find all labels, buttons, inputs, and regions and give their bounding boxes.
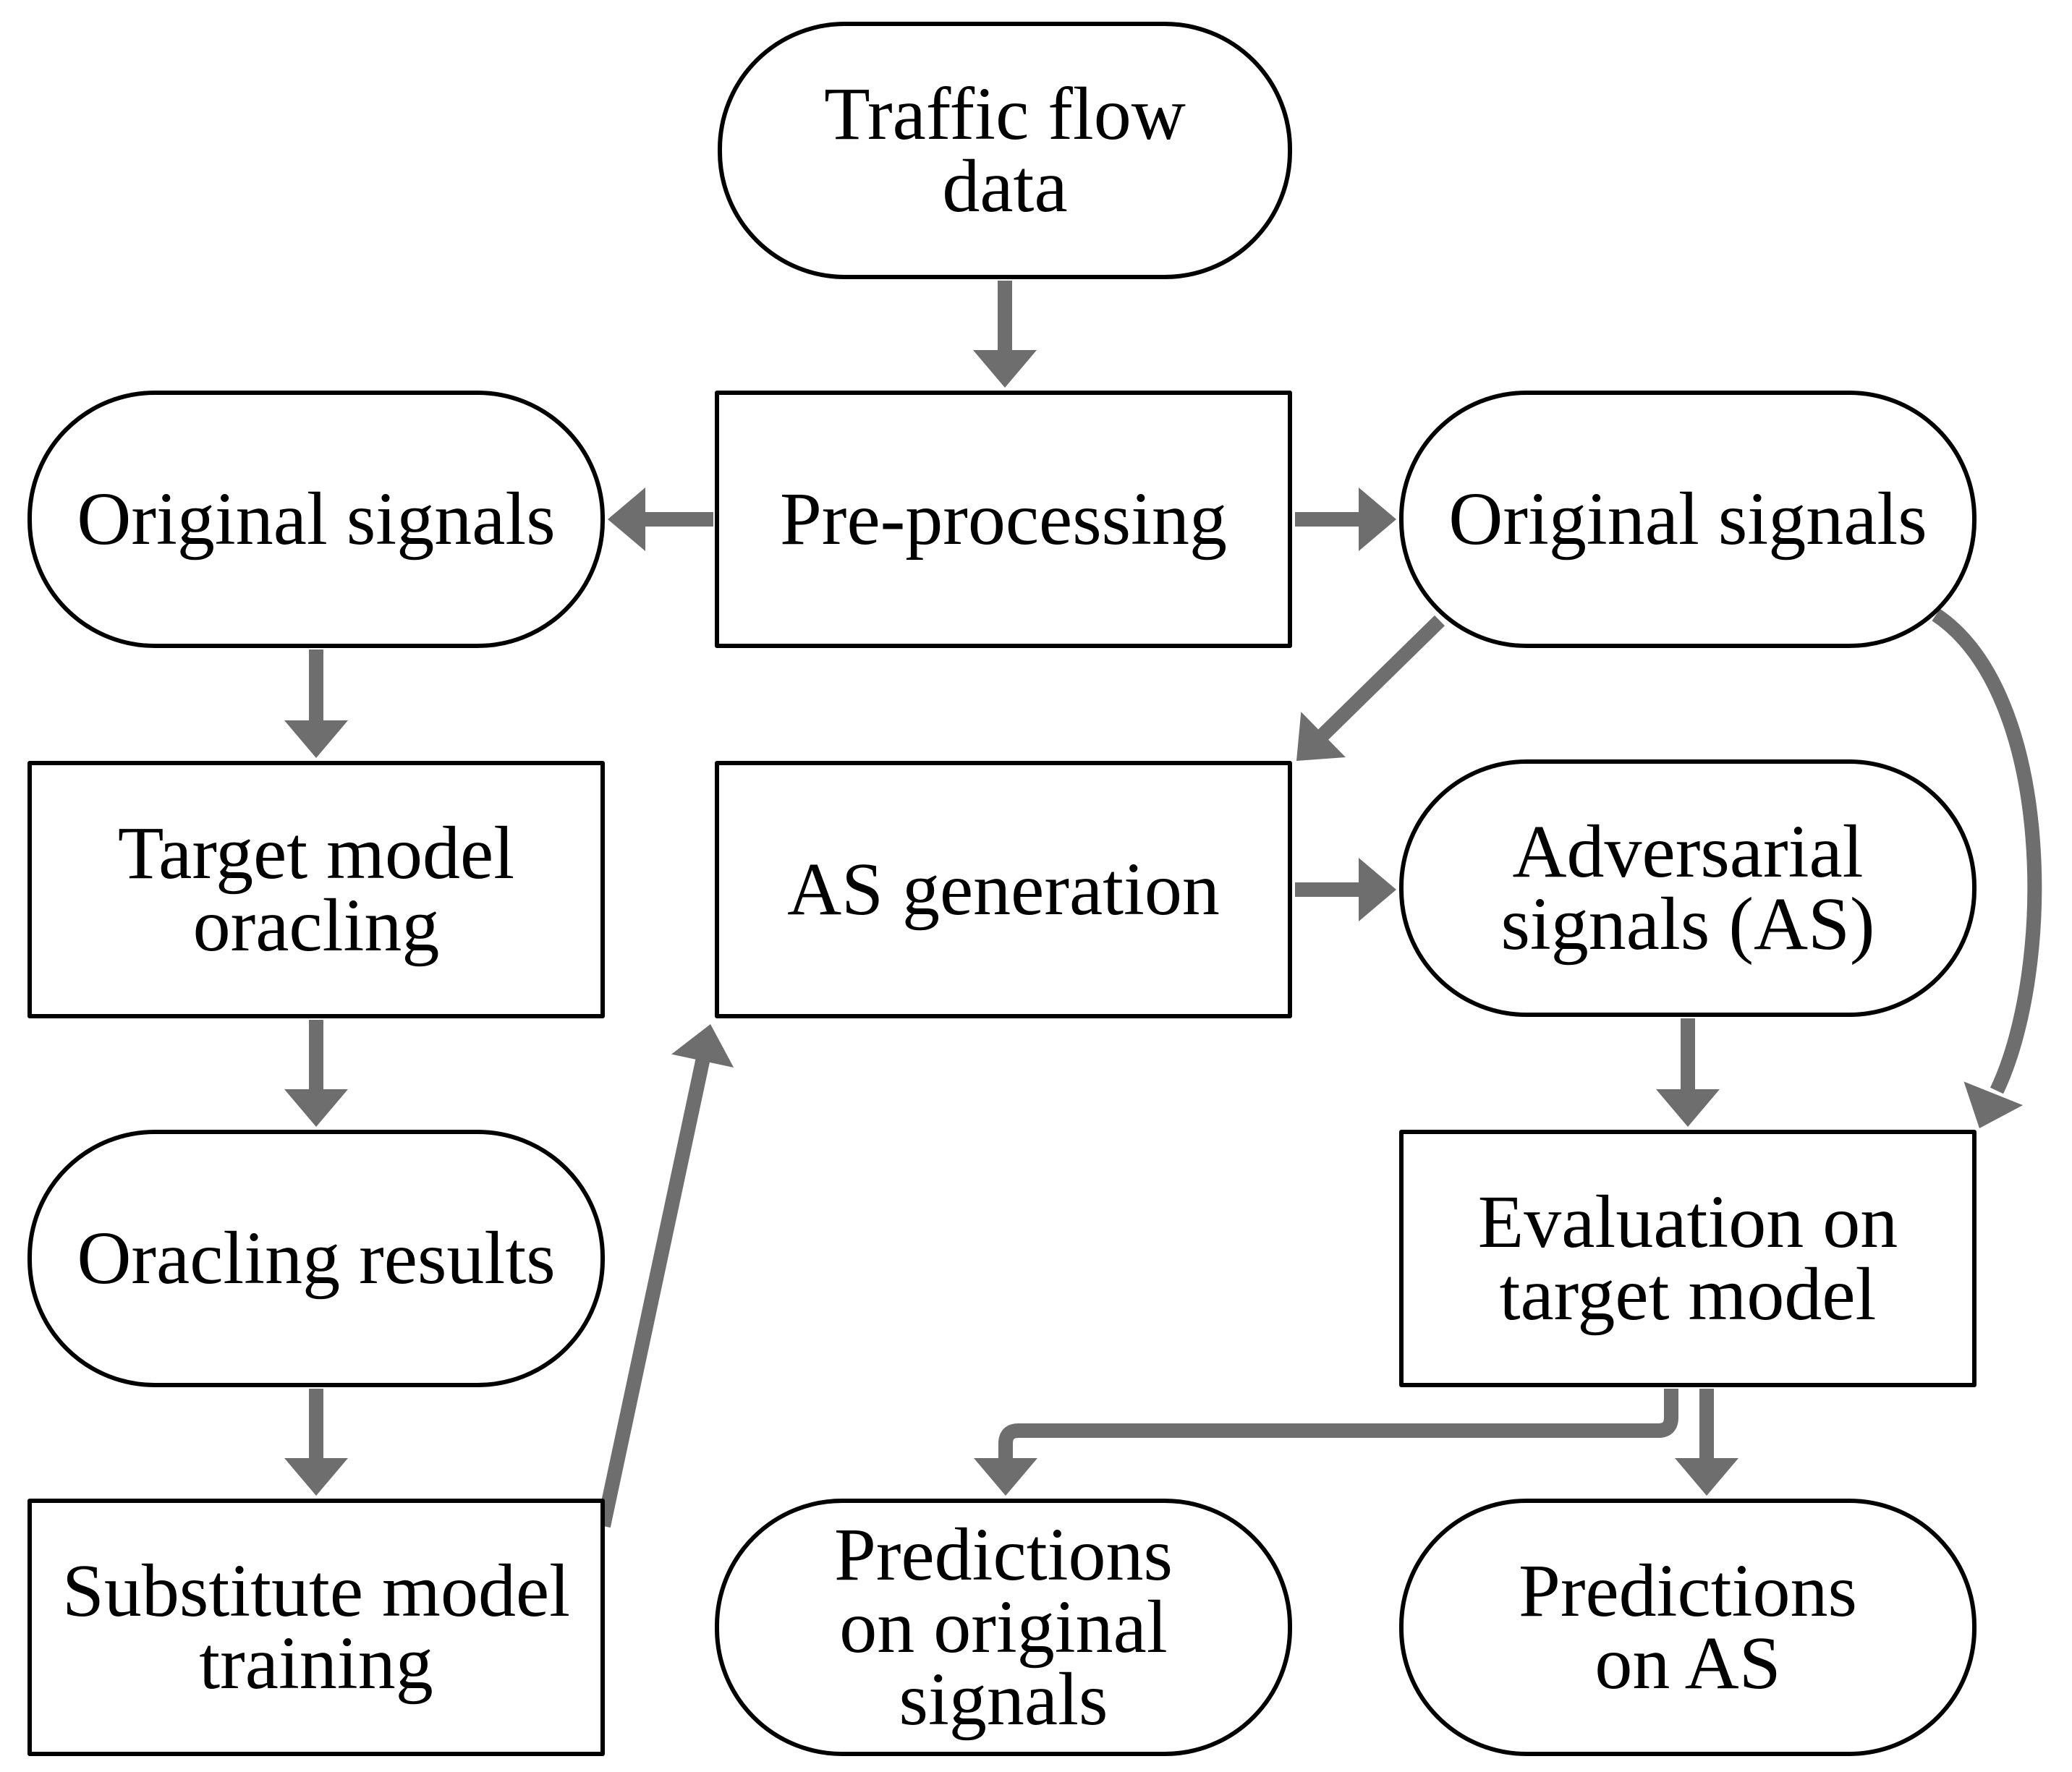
node-oracling-results: Oracling results	[27, 1130, 605, 1387]
arrow-substitute-to-as-generation-shaft	[596, 1056, 710, 1528]
node-predictions-on-original-signals-line-1: Predictions	[834, 1513, 1173, 1596]
node-substitute-model-training-line-2: training	[199, 1622, 433, 1705]
node-original-signals-right-label: Original signals	[1448, 477, 1927, 561]
node-as-generation-label: AS generation	[787, 848, 1220, 931]
node-pre-processing: Pre-processing	[715, 391, 1292, 648]
arrow-adversarial-to-evaluation-head	[1656, 1089, 1720, 1127]
node-traffic-flow-data: Traffic flow data	[718, 22, 1292, 279]
node-evaluation-on-target-model-line-2: target model	[1499, 1253, 1877, 1336]
node-evaluation-on-target-model-line-1: Evaluation on	[1477, 1180, 1898, 1264]
node-target-model-oracling: Target model oracling	[27, 761, 605, 1018]
node-original-signals-left-label: Original signals	[77, 477, 556, 561]
node-adversarial-signals: Adversarial signals (AS)	[1399, 759, 1977, 1017]
node-predictions-on-as-line-1: Predictions	[1519, 1549, 1857, 1632]
node-substitute-model-training-line-1: Substitute model	[62, 1549, 570, 1632]
node-original-signals-right: Original signals	[1399, 391, 1977, 648]
node-target-model-oracling-line-1: Target model	[117, 812, 515, 895]
node-substitute-model-training: Substitute model training	[27, 1499, 605, 1756]
node-predictions-on-original-signals: Predictions on original signals	[715, 1499, 1292, 1756]
node-evaluation-on-target-model: Evaluation on target model	[1399, 1130, 1977, 1387]
node-traffic-flow-data-line-2: data	[942, 145, 1068, 228]
node-target-model-oracling-line-2: oracling	[192, 884, 440, 967]
arrow-substitute-to-as-generation-head	[671, 1024, 734, 1068]
node-adversarial-signals-line-2: signals (AS)	[1500, 882, 1875, 966]
node-original-signals-left: Original signals	[27, 391, 605, 648]
node-oracling-results-label: Oracling results	[77, 1217, 556, 1300]
node-predictions-on-original-signals-line-2: on original	[839, 1585, 1168, 1669]
arrow-results-to-substitute-head	[284, 1458, 348, 1496]
node-predictions-on-original-signals-line-3: signals	[899, 1658, 1108, 1741]
node-predictions-on-as-line-2: on AS	[1595, 1622, 1781, 1705]
arrow-as-generation-to-adversarial-head	[1359, 858, 1396, 921]
arrow-traffic-to-preprocessing-head	[973, 350, 1037, 388]
arrow-oracling-to-results-head	[284, 1089, 348, 1127]
node-traffic-flow-data-line-1: Traffic flow	[824, 72, 1186, 156]
node-as-generation: AS generation	[715, 761, 1292, 1018]
arrow-evaluation-to-predictions-as-head	[1675, 1458, 1738, 1496]
node-adversarial-signals-line-1: Adversarial	[1512, 810, 1864, 893]
arrow-original-right-to-as-generation-shaft	[1316, 615, 1445, 742]
node-pre-processing-label: Pre-processing	[779, 477, 1228, 561]
arrow-original-right-to-as-generation-head	[1296, 712, 1346, 761]
arrow-preprocessing-to-original-right-head	[1359, 487, 1396, 551]
node-predictions-on-as: Predictions on AS	[1399, 1499, 1977, 1756]
arrow-evaluation-to-predictions-original-shaft	[998, 1389, 1678, 1460]
arrow-original-right-to-evaluation-head	[1963, 1081, 2024, 1128]
arrow-original-left-to-oracling-head	[284, 720, 348, 758]
arrow-preprocessing-to-original-left-head	[608, 487, 645, 551]
arrow-original-right-to-evaluation-shaft	[1932, 608, 2042, 1094]
arrow-evaluation-to-predictions-original-head	[974, 1458, 1037, 1496]
